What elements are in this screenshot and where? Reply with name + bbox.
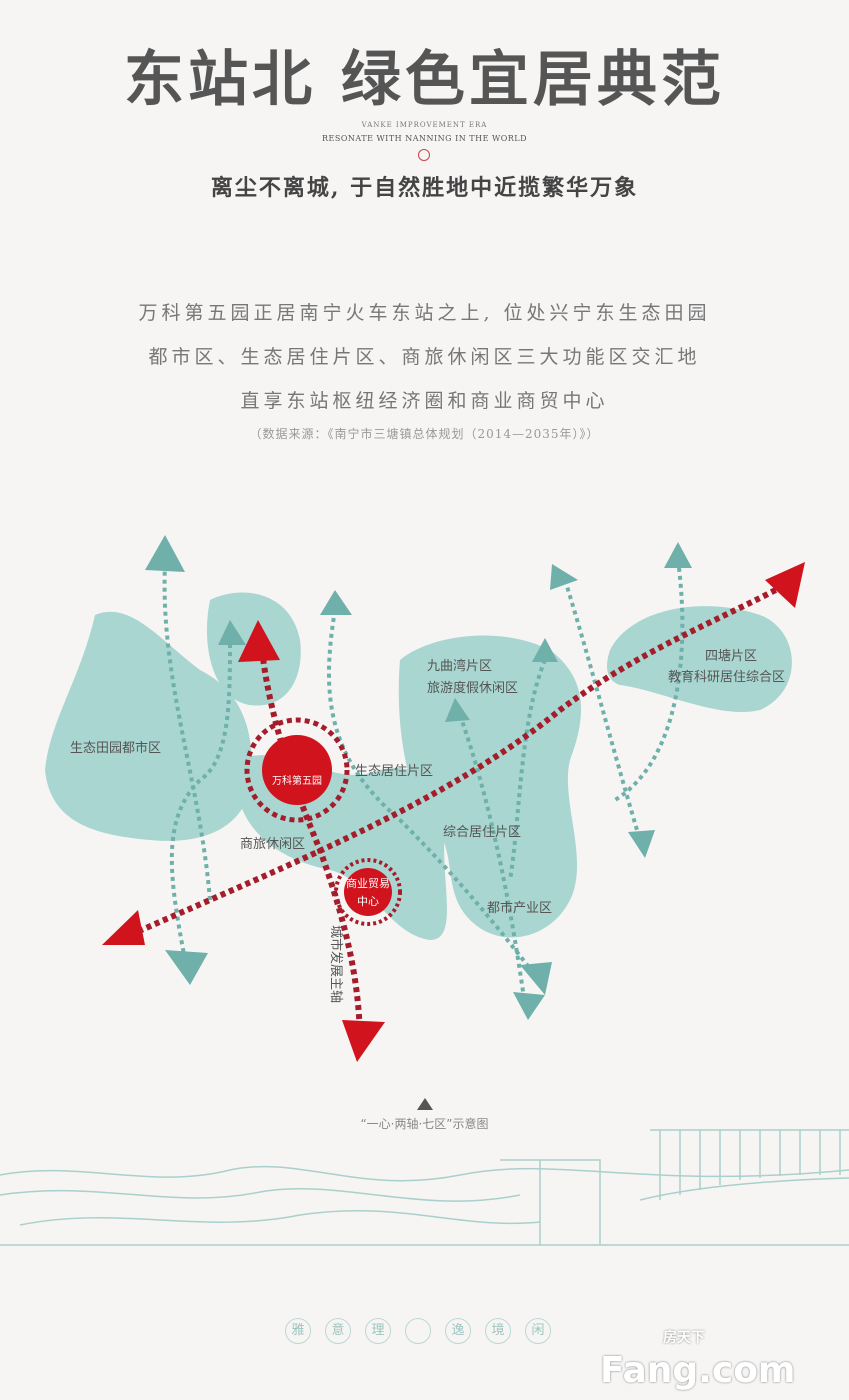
teal-arrowheads (145, 535, 692, 1020)
arrow-icon (765, 562, 805, 608)
fang-watermark-logo: 房天下 Fang.com (600, 1330, 840, 1396)
subtitle-en-1: VANKE IMPROVEMENT ERA (361, 121, 488, 129)
arrow-icon (532, 638, 558, 662)
logo-cn: 房天下 (663, 1330, 705, 1346)
teal-line (169, 639, 232, 961)
core-circle (262, 735, 332, 805)
core-logo: 万科第五园 (272, 774, 322, 787)
city-development-axis (259, 649, 363, 1046)
footer-char: 境 (485, 1318, 511, 1344)
red-arrowheads (102, 562, 805, 1062)
core-ring (244, 717, 350, 823)
skyline-decoration (0, 1129, 849, 1246)
teal-line (326, 609, 537, 977)
zone-eco-farm (45, 611, 252, 841)
teal-line (458, 714, 527, 1006)
arrow-icon (520, 962, 552, 995)
footer-char-icon (405, 1318, 431, 1344)
zone-label-jiuquwan-1: 九曲湾片区 (427, 658, 492, 674)
intro-line-2: 都市区、生态居住片区、商旅休闲区三大功能区交汇地 (148, 346, 701, 368)
axis-label: 城市发展主轴 (328, 925, 344, 1003)
zone-right (398, 635, 582, 938)
teal-line (508, 659, 547, 881)
zone-label-eco-farm: 生态田园都市区 (70, 740, 161, 756)
footer-char: 闲 (525, 1318, 551, 1344)
data-source: （数据来源：《南宁市三塘镇总体规划（2014—2035年）》） (249, 427, 600, 441)
arrow-icon (664, 542, 692, 568)
arrow-icon (342, 1020, 385, 1062)
red-axes (128, 582, 787, 1046)
subtitle-en-2: RESONATE WITH NANNING IN THE WORLD (322, 134, 527, 143)
teal-line (162, 564, 212, 901)
footer-char: 逸 (445, 1318, 471, 1344)
page-title: 东站北 绿色宜居典范 (124, 45, 725, 115)
arrow-icon (218, 620, 246, 645)
zone-label-eco-living: 生态居住片区 (355, 764, 433, 779)
arrow-icon (165, 950, 208, 985)
diagram-legend: “一心·两轴·七区”示意图 (360, 1117, 489, 1131)
zone-label-industry: 都市产业区 (487, 900, 552, 916)
intro-line-1: 万科第五园正居南宁火车东站之上, 位处兴宁东生态田园 (138, 302, 711, 324)
footer-char: 理 (365, 1318, 391, 1344)
east-west-axis (128, 582, 787, 938)
logo-en: Fang.com (600, 1350, 796, 1391)
commerce-ring (334, 858, 402, 926)
arrow-icon (320, 590, 352, 615)
emblem-icon (418, 149, 430, 161)
commerce-label-2: 中心 (357, 895, 379, 908)
footer-char: 雅 (285, 1318, 311, 1344)
zone-label-business-leisure: 商旅休闲区 (240, 837, 305, 852)
teal-line (613, 559, 685, 802)
footer-char: 意 (325, 1318, 351, 1344)
zone-label-sitang-2: 教育科研居住综合区 (668, 669, 785, 685)
arrow-icon (102, 910, 145, 945)
slogan: 离尘不离城, 于自然胜地中近揽繁华万象 (210, 175, 639, 201)
arrow-icon (513, 992, 545, 1020)
zone-label-jiuquwan-2: 旅游度假休闲区 (427, 680, 518, 696)
arrow-icon (628, 830, 655, 858)
arrow-icon (145, 535, 185, 572)
footer-chars: 雅 意 理 逸 境 闲 (285, 1318, 551, 1344)
commerce-label-1: 商业贸易 (346, 876, 390, 890)
arrow-icon (445, 698, 470, 722)
zone-label-integrated: 综合居住片区 (443, 825, 521, 840)
teal-line (563, 579, 642, 841)
intro-line-3: 直享东站枢纽经济圈和商业商贸中心 (240, 390, 609, 412)
zone-sitang (607, 606, 792, 713)
arrow-icon (550, 564, 578, 590)
arrow-icon (238, 620, 280, 662)
zone-label-sitang-1: 四塘片区 (705, 648, 757, 664)
legend-triangle-icon (417, 1098, 433, 1110)
teal-axes (162, 559, 685, 1006)
commerce-circle (344, 868, 392, 916)
